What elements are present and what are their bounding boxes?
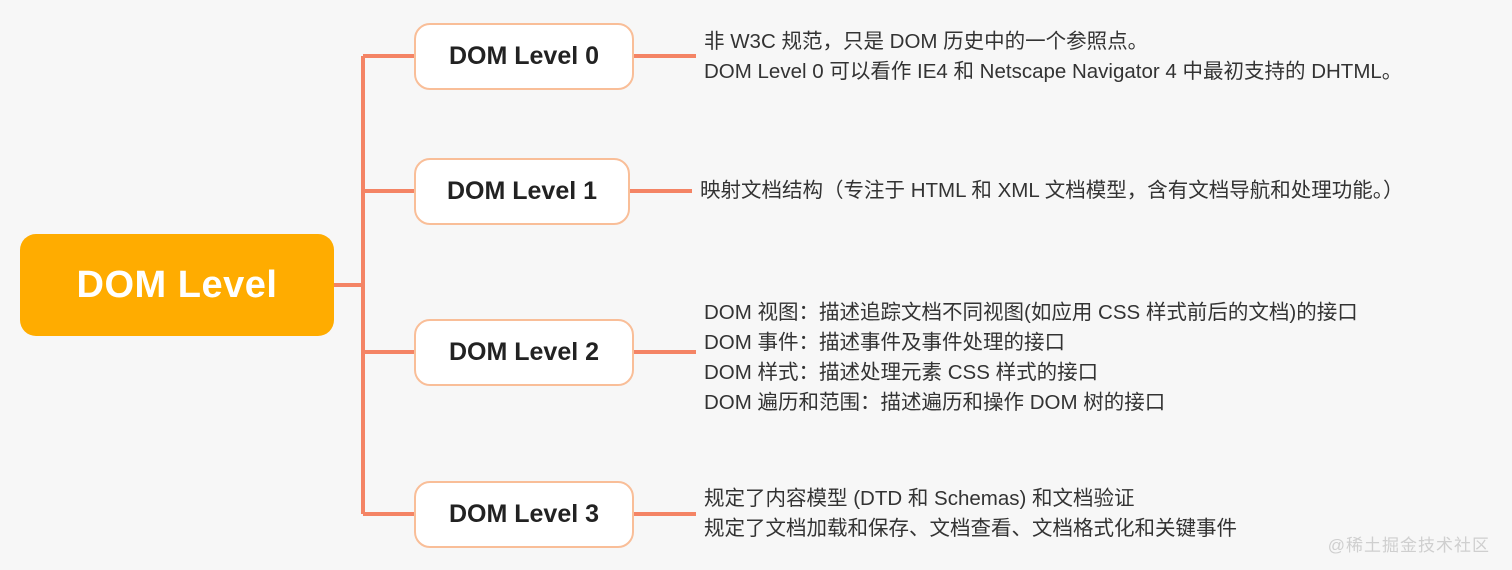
- description-line: 规定了内容模型 (DTD 和 Schemas) 和文档验证: [704, 487, 1135, 510]
- branch-node-label-3: DOM Level 3: [448, 500, 600, 528]
- watermark: @稀土掘金技术社区: [1327, 536, 1490, 555]
- description-line: 规定了文档加载和保存、文档查看、文档格式化和关键事件: [704, 517, 1237, 540]
- description-line: DOM 样式：描述处理元素 CSS 样式的接口: [704, 361, 1099, 384]
- description-line: 映射文档结构（专注于 HTML 和 XML 文档模型，含有文档导航和处理功能。）: [700, 179, 1404, 202]
- root-node-label: DOM Level: [76, 263, 278, 306]
- description-line: DOM 事件：描述事件及事件处理的接口: [704, 331, 1066, 354]
- description-dom-level-0: 非 W3C 规范，只是 DOM 历史中的一个参照点。 DOM Level 0 可…: [704, 27, 1402, 87]
- branch-node-dom-level-2[interactable]: DOM Level 2: [414, 319, 634, 386]
- branch-node-dom-level-0[interactable]: DOM Level 0: [414, 23, 634, 90]
- description-dom-level-2: DOM 视图：描述追踪文档不同视图(如应用 CSS 样式前后的文档)的接口 DO…: [704, 298, 1358, 418]
- description-dom-level-1: 映射文档结构（专注于 HTML 和 XML 文档模型，含有文档导航和处理功能。）: [700, 176, 1403, 206]
- branch-node-label-1: DOM Level 1: [446, 177, 598, 205]
- description-line: DOM 遍历和范围：描述遍历和操作 DOM 树的接口: [704, 391, 1166, 414]
- branch-node-dom-level-3[interactable]: DOM Level 3: [414, 481, 634, 548]
- branch-node-label-0: DOM Level 0: [448, 42, 600, 70]
- branch-node-label-2: DOM Level 2: [448, 338, 600, 366]
- branch-node-dom-level-1[interactable]: DOM Level 1: [414, 158, 630, 225]
- root-node-dom-level[interactable]: DOM Level: [20, 234, 334, 336]
- description-line: 非 W3C 规范，只是 DOM 历史中的一个参照点。: [704, 30, 1149, 53]
- description-line: DOM Level 0 可以看作 IE4 和 Netscape Navigato…: [704, 60, 1403, 83]
- description-dom-level-3: 规定了内容模型 (DTD 和 Schemas) 和文档验证 规定了文档加载和保存…: [704, 484, 1237, 544]
- description-line: DOM 视图：描述追踪文档不同视图(如应用 CSS 样式前后的文档)的接口: [704, 301, 1358, 324]
